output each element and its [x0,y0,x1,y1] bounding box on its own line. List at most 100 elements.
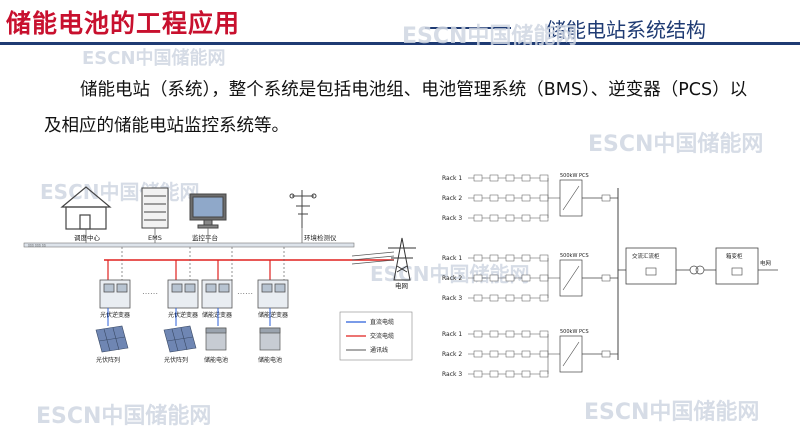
battery-module [489,174,499,182]
rack-label: Rack 1 [442,255,462,262]
battery-module [489,254,499,262]
legend-comm: 通讯线 [370,346,388,354]
transmission-tower-icon [388,237,416,281]
title-rule [0,42,800,45]
body-paragraph: 储能电站（系统），整个系统是包括电池组、电池管理系统（BMS）、逆变器（PCS）… [44,80,748,136]
battery-icon [259,327,281,351]
battery-module [521,194,531,202]
legend-ac: 交流电缆 [370,332,394,340]
communication-bus [23,242,355,248]
battery-module [489,350,499,358]
battery-module [505,174,515,182]
battery-module [521,214,531,222]
battery-module [473,274,483,282]
breaker-symbol [645,267,657,276]
battery-module [473,330,483,338]
battery-module [521,370,531,378]
transformer-cabinet [715,247,759,285]
rack-switch [539,254,549,262]
pcs-label: 500kW PCS [560,329,589,335]
ellipsis: ⋯⋯ [142,289,158,298]
comm-vertical [121,247,285,282]
battery-module [473,254,483,262]
battery-module [489,294,499,302]
rack-label: Rack 2 [442,195,462,202]
battery-module [505,350,515,358]
pv-inverter-cabinet [167,279,199,309]
pcs-breaker [601,194,611,202]
pcs-symbol [562,185,580,211]
rack-switch [539,174,549,182]
weather-station-icon [289,190,317,228]
storage-converter-cabinet [201,279,233,309]
watermark: ESCN中国储能网 [588,132,764,157]
monitor-icon [189,193,227,229]
pv-array-label: 光伏阵列 [96,356,120,364]
battery-module [521,294,531,302]
rack-switch [539,294,549,302]
env-label: 环境检测仪 [304,233,337,242]
battery-module [473,294,483,302]
battery-module [473,214,483,222]
battery-module [473,174,483,182]
storage-battery-label: 储能电池 [204,356,228,364]
rack-label: Rack 2 [442,351,462,358]
storage-system-diagram: 调度中心 EMS 监控平台 环境检测仪 [23,186,416,364]
grid-label: 电网 [395,281,408,290]
combiner-label: 交流汇流柜 [632,252,660,260]
rack-switch [539,194,549,202]
transformer-symbol [689,265,699,275]
rack-switch [539,330,549,338]
dispatch-label: 调度中心 [74,233,101,242]
battery-module [505,214,515,222]
battery-module [489,214,499,222]
subtitle-dash [425,27,511,29]
battery-module [505,330,515,338]
ac-drops [107,260,271,282]
legend: 直流电缆 交流电缆 通讯线 [339,311,413,361]
transformer-label: 箱变柜 [726,252,743,260]
pcs-breaker [601,274,611,282]
grid-connection-wires [351,251,395,265]
watermark: ESCN中国储能网 [402,24,578,49]
battery-module [505,274,515,282]
bus-tag: ▯▯▯ ▯▯▯ ▯▯ [28,244,46,248]
battery-module [521,174,531,182]
battery-module [505,294,515,302]
pv-inverter-label: 光伏逆变器 [100,311,130,319]
rack-switch [539,274,549,282]
pcs-symbol [562,265,580,291]
slide-subtitle: 储能电站系统结构 [546,18,706,42]
storage-battery-label: 储能电池 [258,356,282,364]
battery-module [505,254,515,262]
slide-title: 储能电池的工程应用 [6,9,241,38]
battery-module [521,274,531,282]
server-icon [141,187,169,229]
pcs-label: 500kW PCS [560,173,589,179]
storage-converter-cabinet [257,279,289,309]
battery-module [521,330,531,338]
pv-inverter-label: 光伏逆变器 [168,311,198,319]
battery-module [521,254,531,262]
battery-module [473,370,483,378]
pv-panel-icon [95,325,129,353]
battery-module [489,370,499,378]
rack-switch [539,350,549,358]
battery-module [473,194,483,202]
battery-icon [205,327,227,351]
dc-lines [107,308,271,326]
transformer-symbol [695,265,705,275]
pcs-breaker [601,350,611,358]
ac-combiner-box [625,247,677,285]
comm-drops [85,228,303,245]
rack-label: Rack 1 [442,175,462,182]
battery-module [489,194,499,202]
rack-label: Rack 3 [442,371,462,378]
pv-inverter-cabinet [99,279,131,309]
storage-converter-label: 储能逆变器 [258,311,288,319]
breaker-symbol [731,267,743,276]
